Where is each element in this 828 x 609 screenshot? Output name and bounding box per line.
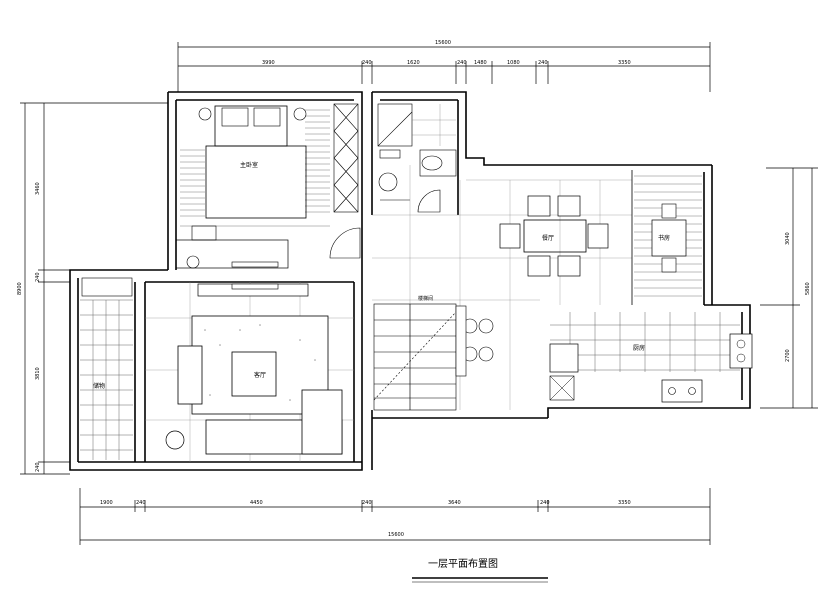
burner-left	[668, 387, 676, 395]
bottom-dim-5: 3640	[448, 500, 461, 506]
kitchen-tiles	[550, 312, 740, 372]
sofa-chaise	[301, 389, 343, 455]
right-dimension-lines	[760, 167, 818, 409]
room-label-master-bedroom: 主卧室	[240, 161, 258, 169]
room-label-study: 书房	[658, 234, 670, 242]
burner-right	[688, 387, 696, 395]
bottom-dimension-lines	[79, 488, 711, 545]
sink-basin-bottom	[736, 353, 746, 363]
living-tv	[231, 283, 279, 290]
nightstand-lamp-left	[198, 107, 212, 121]
bed-headboard	[214, 105, 288, 147]
staircase	[373, 303, 457, 411]
tv-unit	[231, 261, 279, 268]
pillow-left	[221, 107, 249, 127]
drawing-title: 一层平面布置图	[428, 558, 498, 570]
top-dim-8: 3350	[618, 60, 631, 66]
top-dim-5: 1480	[474, 60, 487, 66]
bottom-dim-7: 3350	[618, 500, 631, 506]
left-dim-1: 3460	[35, 182, 41, 195]
desk	[175, 239, 289, 269]
cabinet-cross-b	[549, 375, 575, 401]
coffee-table	[231, 351, 277, 397]
rug-texture	[204, 324, 321, 401]
top-dim-6: 1080	[507, 60, 520, 66]
storage-sink	[81, 277, 133, 297]
dining-table	[523, 219, 587, 253]
fridge	[549, 343, 579, 373]
top-dim-3: 1620	[407, 60, 420, 66]
top-dim-2: 240	[362, 60, 372, 66]
bottom-dim-2: 240	[136, 500, 146, 506]
bar-stools	[462, 318, 494, 362]
room-label-living: 客厅	[254, 371, 266, 379]
right-dim-3: 2700	[785, 349, 791, 362]
stair-label: 楼梯间	[418, 295, 433, 302]
sink-basin-top	[736, 339, 746, 349]
study-table	[651, 219, 687, 257]
bottom-dim-4: 240	[362, 500, 372, 506]
wardrobe	[333, 103, 359, 213]
bar-counter	[455, 305, 467, 377]
right-dim-1: 3040	[785, 232, 791, 245]
bathroom-tiles	[412, 104, 456, 146]
left-dimension-lines	[20, 102, 168, 475]
study-hatching	[634, 175, 702, 297]
study-chair-top	[661, 203, 677, 219]
storage-grid	[80, 299, 133, 460]
pillow-right	[253, 107, 281, 127]
room-label-storage: 储物	[93, 382, 105, 390]
bottom-dim-1: 1900	[100, 500, 113, 506]
bed	[205, 145, 307, 219]
dining-grid	[372, 165, 632, 410]
stove	[661, 379, 703, 403]
bathroom	[377, 103, 457, 213]
top-dim-1: 3990	[262, 60, 275, 66]
floor-lamp	[186, 255, 200, 269]
bottom-dim-6: 240	[540, 500, 550, 506]
left-dim-2: 240	[35, 272, 41, 282]
top-total-dimension: 15600	[435, 40, 451, 46]
bottom-total-dimension: 15600	[388, 532, 404, 538]
bottom-dim-3: 4450	[250, 500, 263, 506]
left-dim-3: 3810	[35, 367, 41, 380]
room-label-dining: 餐厅	[542, 234, 554, 242]
study-chair-bottom	[661, 257, 677, 273]
nightstand-lamp-right	[293, 107, 307, 121]
left-dim-4: 240	[35, 462, 41, 472]
plant-pot	[165, 430, 185, 450]
desk-chair	[191, 225, 217, 241]
right-dim-2: 5860	[805, 282, 811, 295]
room-label-kitchen: 厨房	[633, 344, 645, 352]
kitchen-sink	[729, 333, 753, 369]
outer-walls	[69, 91, 751, 471]
top-dim-4: 240	[457, 60, 467, 66]
tv-cabinet	[177, 345, 203, 405]
dining-chairs	[499, 195, 609, 277]
top-dim-7: 240	[538, 60, 548, 66]
bedroom-door	[329, 227, 361, 259]
left-total-dimension: 8900	[17, 282, 23, 295]
top-dimension-lines	[177, 42, 711, 92]
